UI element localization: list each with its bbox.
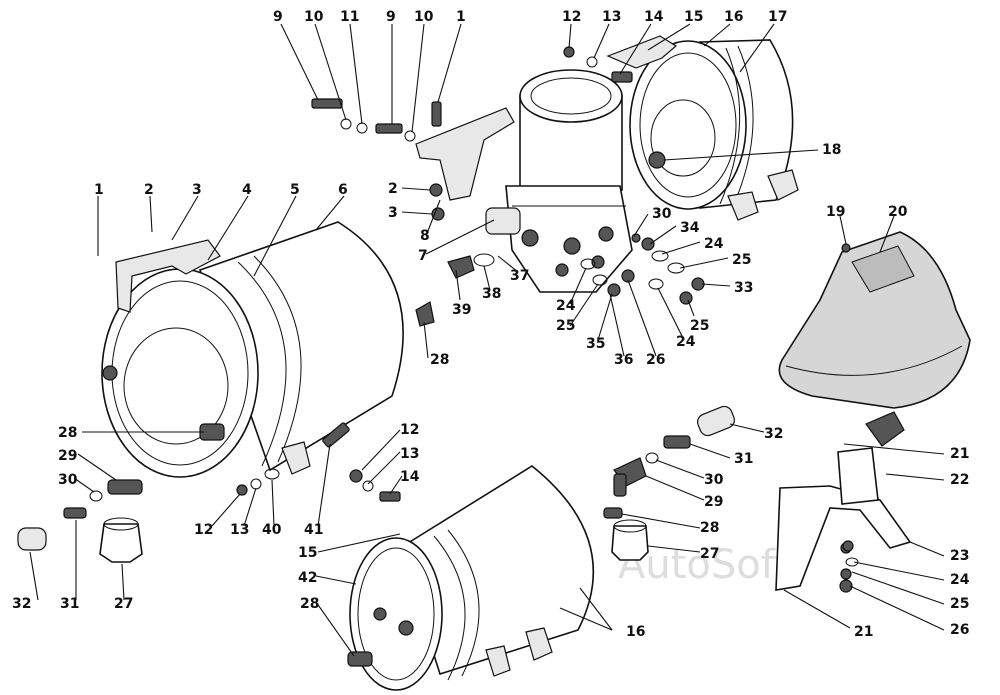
callout-2: 2 bbox=[144, 182, 154, 198]
callout-26: 26 bbox=[950, 622, 969, 638]
callout-28: 28 bbox=[700, 520, 719, 536]
fittings-lower-right bbox=[347, 243, 859, 667]
callout-30: 30 bbox=[704, 472, 724, 488]
callout-28: 28 bbox=[300, 596, 319, 612]
callout-9: 9 bbox=[273, 9, 283, 25]
callout-30: 30 bbox=[58, 472, 78, 488]
fittings-upper bbox=[311, 46, 633, 221]
callout-35: 35 bbox=[586, 336, 605, 352]
callout-11: 11 bbox=[340, 9, 359, 25]
callout-32: 32 bbox=[764, 426, 783, 442]
callout-12: 12 bbox=[400, 422, 419, 438]
callout-6: 6 bbox=[338, 182, 348, 198]
fittings-lower-left bbox=[17, 422, 401, 563]
callout-16: 16 bbox=[724, 9, 743, 25]
callout-9: 9 bbox=[386, 9, 396, 25]
callout-8: 8 bbox=[420, 228, 430, 244]
callout-20: 20 bbox=[888, 204, 908, 220]
callout-31: 31 bbox=[60, 596, 79, 612]
callout-12: 12 bbox=[562, 9, 581, 25]
valve-bracket bbox=[775, 411, 912, 591]
callout-17: 17 bbox=[768, 9, 787, 25]
callout-3: 3 bbox=[388, 205, 398, 221]
callout-24: 24 bbox=[556, 298, 576, 314]
callout-14: 14 bbox=[644, 9, 664, 25]
callout-32: 32 bbox=[12, 596, 31, 612]
callout-13: 13 bbox=[230, 522, 249, 538]
callout-7: 7 bbox=[418, 248, 428, 264]
callout-22: 22 bbox=[950, 472, 969, 488]
callout-18: 18 bbox=[822, 142, 841, 158]
callout-15: 15 bbox=[298, 545, 317, 561]
fittings-middle bbox=[415, 233, 705, 327]
receiver-bottom bbox=[349, 465, 595, 691]
callout-13: 13 bbox=[400, 446, 419, 462]
callout-29: 29 bbox=[704, 494, 723, 510]
callout-24: 24 bbox=[950, 572, 970, 588]
bracket-mount-upper bbox=[415, 107, 515, 201]
callout-1: 1 bbox=[456, 9, 466, 25]
callout-37: 37 bbox=[510, 268, 529, 284]
callout-12: 12 bbox=[194, 522, 213, 538]
callout-33: 33 bbox=[734, 280, 753, 296]
callout-10: 10 bbox=[414, 9, 434, 25]
callout-3: 3 bbox=[192, 182, 202, 198]
callout-40: 40 bbox=[262, 522, 282, 538]
callout-23: 23 bbox=[950, 548, 969, 564]
callout-27: 27 bbox=[114, 596, 133, 612]
callout-5: 5 bbox=[290, 182, 300, 198]
callout-29: 29 bbox=[58, 448, 77, 464]
callout-28: 28 bbox=[58, 425, 77, 441]
callout-13: 13 bbox=[602, 9, 621, 25]
callout-16: 16 bbox=[626, 624, 645, 640]
callout-24: 24 bbox=[676, 334, 696, 350]
callout-41: 41 bbox=[304, 522, 323, 538]
callout-24: 24 bbox=[704, 236, 724, 252]
callout-36: 36 bbox=[614, 352, 633, 368]
callout-31: 31 bbox=[734, 451, 753, 467]
callout-34: 34 bbox=[680, 220, 700, 236]
callout-19: 19 bbox=[826, 204, 845, 220]
receiver-left bbox=[101, 221, 404, 478]
callout-21: 21 bbox=[950, 446, 969, 462]
bracket-upper bbox=[606, 35, 678, 69]
leader-lines bbox=[29, 23, 945, 657]
callout-38: 38 bbox=[482, 286, 501, 302]
callout-labels: 9 10 11 9 10 1 12 13 14 15 16 17 18 1 2 … bbox=[12, 9, 970, 640]
callout-27: 27 bbox=[700, 546, 719, 562]
callout-39: 39 bbox=[452, 302, 471, 318]
callout-25: 25 bbox=[690, 318, 709, 334]
callout-21: 21 bbox=[854, 624, 873, 640]
receiver-upper-right bbox=[629, 39, 799, 221]
callout-25: 25 bbox=[950, 596, 969, 612]
callout-42: 42 bbox=[298, 570, 317, 586]
callout-28: 28 bbox=[430, 352, 449, 368]
callout-2: 2 bbox=[388, 181, 398, 197]
callout-4: 4 bbox=[242, 182, 252, 198]
callout-14: 14 bbox=[400, 469, 420, 485]
callout-26: 26 bbox=[646, 352, 665, 368]
callout-10: 10 bbox=[304, 9, 324, 25]
air-dryer-unit bbox=[485, 69, 633, 293]
callout-30: 30 bbox=[652, 206, 672, 222]
callout-15: 15 bbox=[684, 9, 703, 25]
callout-25: 25 bbox=[732, 252, 751, 268]
control-valve-cover bbox=[778, 231, 971, 409]
callout-25: 25 bbox=[556, 318, 575, 334]
callout-1: 1 bbox=[94, 182, 104, 198]
